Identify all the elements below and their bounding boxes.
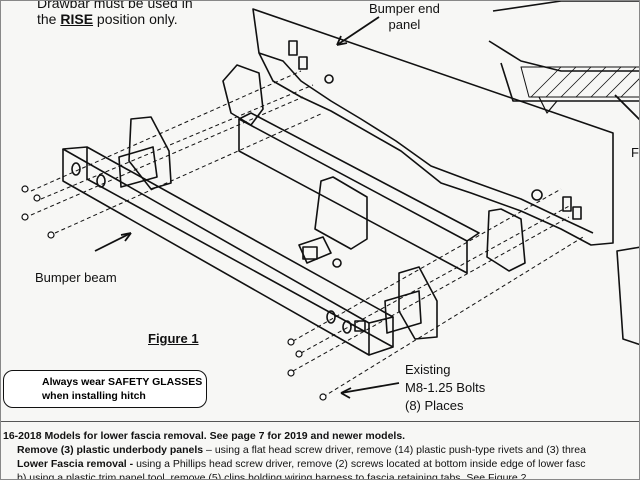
- safety-warning-text: Always wear SAFETY GLASSES when installi…: [42, 376, 203, 402]
- figure-caption: Figure 1: [148, 331, 199, 346]
- bolts: [21, 185, 327, 401]
- existing-bolts-label: Existing M8-1.25 Bolts (8) Places: [405, 362, 486, 413]
- bumper-end-panel-flange: [258, 52, 594, 234]
- figure-partial-letter: F: [631, 145, 639, 160]
- panel-slot-4: [572, 206, 582, 220]
- bumper-beam-label: Bumper beam: [35, 270, 117, 285]
- bolt: [21, 213, 29, 221]
- safety-warning-box: Always wear SAFETY GLASSES when installi…: [3, 370, 207, 408]
- vehicle-bumper-hatch: [530, 66, 639, 98]
- side-plate-left: [222, 64, 264, 126]
- bracket-left: [128, 116, 172, 190]
- instructions-line3: Lower Fascia removal - using a Phillips …: [17, 458, 586, 470]
- panel-slot-3: [562, 196, 572, 212]
- side-plate-right: [486, 208, 526, 272]
- drawbar-note-line1: Drawbar must be used in: [37, 0, 193, 11]
- panel-slot-1: [288, 40, 298, 56]
- instructions-line1: 16-2018 Models for lower fascia removal.…: [3, 430, 406, 442]
- hitch-installation-drawing: [7, 1, 639, 401]
- receiver-plate: [314, 176, 368, 250]
- instructions-line4: b) using a plastic trim panel tool, remo…: [17, 472, 530, 480]
- leader-arrows: [94, 16, 639, 399]
- bumper-end-panel-label: Bumper end panel: [369, 1, 440, 32]
- bolt: [21, 185, 29, 193]
- panel-slot-2: [298, 56, 308, 70]
- bumper-beam-top: [62, 146, 394, 324]
- panel-hole-1: [324, 74, 334, 84]
- panel-hole-2: [531, 189, 543, 201]
- alignment-lines: [30, 70, 584, 398]
- bolt: [287, 369, 295, 377]
- instructions-section: 16-2018 Models for lower fascia removal.…: [1, 421, 639, 480]
- receiver-box: [298, 236, 332, 264]
- bolt: [287, 338, 295, 346]
- bolt: [319, 393, 327, 401]
- drawbar-note-line2: the RISE position only.: [37, 11, 178, 27]
- bolt: [33, 194, 41, 202]
- vehicle-side-panel: [616, 246, 639, 346]
- bumper-end-panel-outline: [252, 8, 614, 246]
- drawbar-note: Drawbar must be used in the RISE positio…: [37, 0, 193, 27]
- cross-tube: [238, 112, 480, 242]
- instructions-line2: Remove (3) plastic underbody panels – us…: [17, 444, 586, 456]
- bracket-right: [398, 266, 438, 340]
- bolt: [295, 350, 303, 358]
- rise-word: RISE: [60, 11, 94, 27]
- vehicle-rear-sketch: [488, 1, 639, 102]
- bolt: [47, 231, 55, 239]
- bumper-beam-front: [62, 149, 370, 356]
